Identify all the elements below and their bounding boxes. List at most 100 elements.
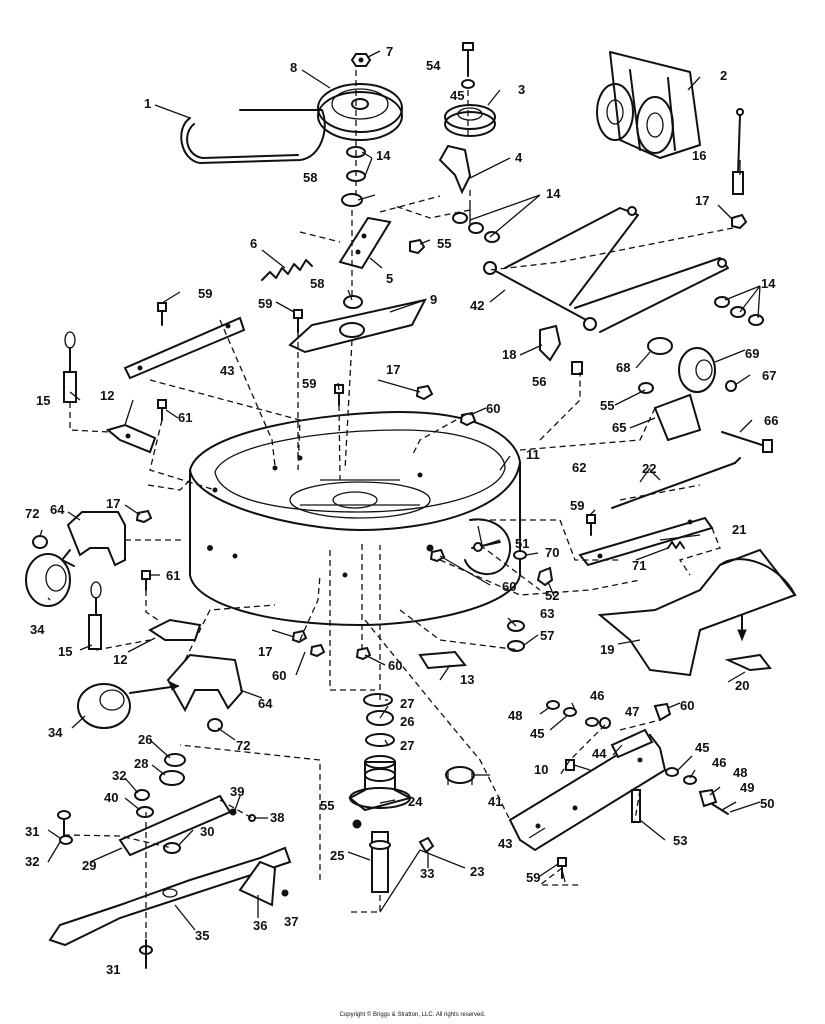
callout-48-b: 48 xyxy=(733,765,747,780)
callout-32-b: 32 xyxy=(112,768,126,783)
callout-59-e: 59 xyxy=(526,870,540,885)
callout-64-b: 64 xyxy=(258,696,273,711)
callout-12-a: 12 xyxy=(100,388,114,403)
callout-41: 41 xyxy=(488,794,502,809)
spindle-housing xyxy=(348,693,413,812)
callout-59-d: 59 xyxy=(570,498,584,513)
callout-49: 49 xyxy=(740,780,754,795)
callout-59-a: 59 xyxy=(198,286,212,301)
drive-belt xyxy=(180,109,326,164)
callout-55-a: 55 xyxy=(437,236,451,251)
hanger-bracket-left xyxy=(123,316,246,380)
guard-rod xyxy=(611,457,741,509)
callout-43-a: 43 xyxy=(220,363,234,378)
right-hardware xyxy=(546,700,729,823)
discharge-deflector xyxy=(724,653,772,672)
callout-12-b: 12 xyxy=(113,652,127,667)
callout-14-a: 14 xyxy=(376,148,391,163)
gauge-wheel-bracket-upper xyxy=(66,511,126,567)
copyright-notice: Copyright © Briggs & Stratton, LLC. All … xyxy=(339,1012,486,1018)
mower-blade xyxy=(48,846,292,947)
callout-3: 3 xyxy=(518,82,525,97)
callout-17-d: 17 xyxy=(258,644,272,659)
callout-45-b: 45 xyxy=(530,726,544,741)
blade-hub xyxy=(134,753,186,818)
callout-10: 10 xyxy=(534,762,548,777)
baffle-bracket xyxy=(238,860,277,907)
bearing-plate xyxy=(288,298,427,354)
callout-51: 51 xyxy=(515,536,529,551)
callout-8: 8 xyxy=(290,60,297,75)
callout-43-b: 43 xyxy=(498,836,512,851)
small-hardware xyxy=(229,808,289,897)
hanger-link xyxy=(610,728,654,759)
callout-62: 62 xyxy=(572,460,586,475)
callout-11: 11 xyxy=(526,447,540,462)
callout-15-a: 15 xyxy=(36,393,50,408)
spindle-bearing xyxy=(445,766,475,785)
callout-25: 25 xyxy=(330,848,344,863)
spindle-nuts xyxy=(352,819,435,854)
callout-34-a: 34 xyxy=(30,622,45,637)
callout-14-b: 14 xyxy=(546,186,561,201)
callout-61-a: 61 xyxy=(178,410,192,425)
callout-56: 56 xyxy=(532,374,546,389)
callout-67: 67 xyxy=(762,368,776,383)
lift-arm-shaft xyxy=(483,206,729,333)
callout-45-c: 45 xyxy=(695,740,709,755)
callout-labels: 1 2 3 4 5 6 7 8 9 10 11 12 12 13 14 14 1… xyxy=(25,44,778,977)
callout-31-a: 31 xyxy=(25,824,39,839)
deck-bolt xyxy=(471,541,501,552)
callout-55-b: 55 xyxy=(600,398,614,413)
callout-71: 71 xyxy=(632,558,646,573)
mount-clip-lower xyxy=(148,618,202,641)
callout-58-a: 58 xyxy=(303,170,317,185)
callout-60-a: 60 xyxy=(486,401,500,416)
callout-38: 38 xyxy=(270,810,284,825)
callout-57: 57 xyxy=(540,628,554,643)
callout-61-b: 61 xyxy=(166,568,180,583)
callout-39: 39 xyxy=(230,784,244,799)
mower-deck-housing xyxy=(189,411,521,626)
callout-47: 47 xyxy=(625,704,639,719)
roller-bracket xyxy=(638,380,773,453)
gauge-wheel-bracket-lower xyxy=(166,653,244,713)
callout-46-a: 46 xyxy=(590,688,604,703)
callout-17-c: 17 xyxy=(106,496,120,511)
callout-17-b: 17 xyxy=(386,362,400,377)
cable-upper xyxy=(63,331,77,403)
callout-20: 20 xyxy=(735,678,749,693)
idler-bracket xyxy=(438,144,472,195)
callout-26-b: 26 xyxy=(138,732,152,747)
lift-washers-left xyxy=(452,212,500,243)
callout-28: 28 xyxy=(134,756,148,771)
tension-spring xyxy=(261,259,313,281)
callout-42: 42 xyxy=(470,298,484,313)
callout-44: 44 xyxy=(592,746,607,761)
hanger-bracket-right xyxy=(508,733,667,852)
callout-52: 52 xyxy=(545,588,559,603)
callout-72-b: 72 xyxy=(236,738,250,753)
callout-60-d: 60 xyxy=(388,658,402,673)
small-nut xyxy=(409,238,426,255)
callout-13: 13 xyxy=(460,672,474,687)
callout-9: 9 xyxy=(430,292,437,307)
callout-19: 19 xyxy=(600,642,614,657)
callout-33: 33 xyxy=(420,866,434,881)
lift-washers-right xyxy=(714,296,764,326)
callout-18: 18 xyxy=(502,347,516,362)
callout-15-b: 15 xyxy=(58,644,72,659)
hanger-mount-left xyxy=(105,423,157,454)
misc-nuts xyxy=(135,384,477,661)
clutch-assembly xyxy=(596,51,701,159)
front-roller xyxy=(647,337,716,393)
callout-35: 35 xyxy=(195,928,209,943)
belt-guard xyxy=(597,548,797,677)
assembly-arrows xyxy=(61,549,747,694)
callout-65: 65 xyxy=(612,420,626,435)
callout-17-a: 17 xyxy=(695,193,709,208)
callout-72-a: 72 xyxy=(25,506,39,521)
callout-69: 69 xyxy=(745,346,759,361)
spindle-shaft xyxy=(369,831,391,893)
